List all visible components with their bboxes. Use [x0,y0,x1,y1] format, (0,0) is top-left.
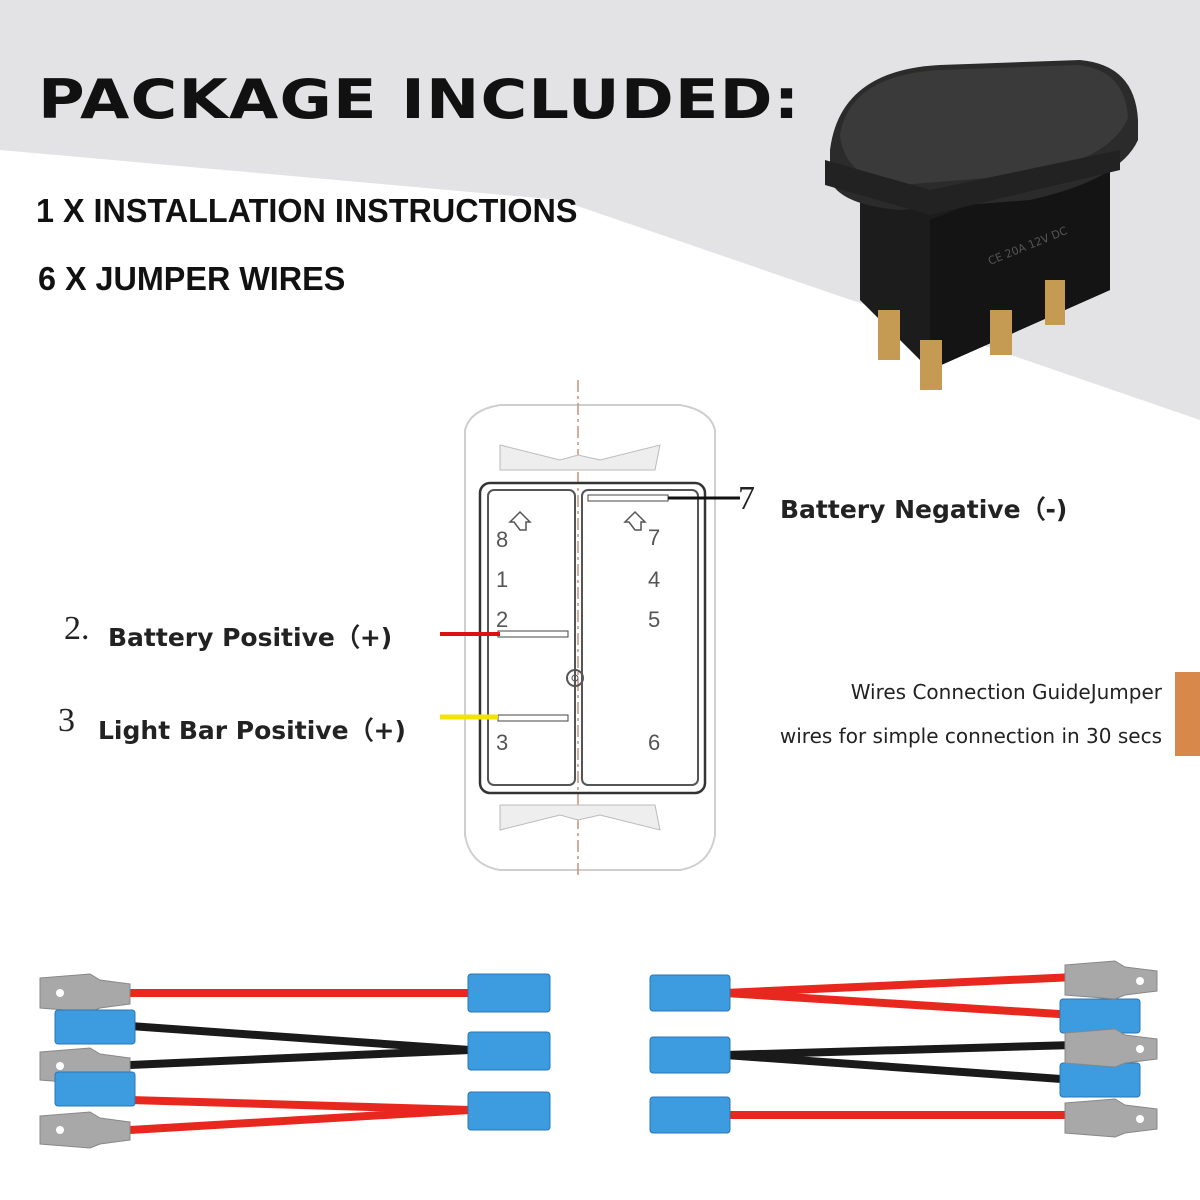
connection-number-7: 7 [738,480,755,517]
pin-label-6: 6 [648,730,660,755]
connection-label-light-bar-positive: Light Bar Positive（+) [98,716,406,745]
connection-label-battery-negative: Battery Negative（-) [780,495,1068,524]
pin-label-7: 7 [648,525,660,550]
pin-label-4: 4 [648,567,660,592]
pin-label-8: 8 [496,527,508,552]
pin-label-3: 3 [496,730,508,755]
pin-label-1: 1 [496,567,508,592]
accent-tab [1175,672,1200,756]
wiring-diagram: 8 1 2 3 7 4 5 6 [440,380,740,875]
jumper-wires-left [39,973,551,1149]
pin-label-5: 5 [648,607,660,632]
package-item-jumper-wires: 6 X JUMPER WIRES [38,260,346,297]
connection-number-3: 3 [58,702,75,739]
rocker-switch-image: CE 20A 12V DC [825,60,1138,390]
page-title: PACKAGE INCLUDED: [38,68,801,131]
jumper-wires-right [649,960,1158,1138]
pin-label-2: 2 [496,607,508,632]
connection-number-2: 2. [64,610,90,647]
guide-text-line-1: Wires Connection GuideJumper [850,680,1162,704]
connection-label-battery-positive: Battery Positive（+) [108,623,393,652]
package-item-instructions: 1 X INSTALLATION INSTRUCTIONS [36,192,578,229]
guide-text-line-2: wires for simple connection in 30 secs [779,724,1162,748]
